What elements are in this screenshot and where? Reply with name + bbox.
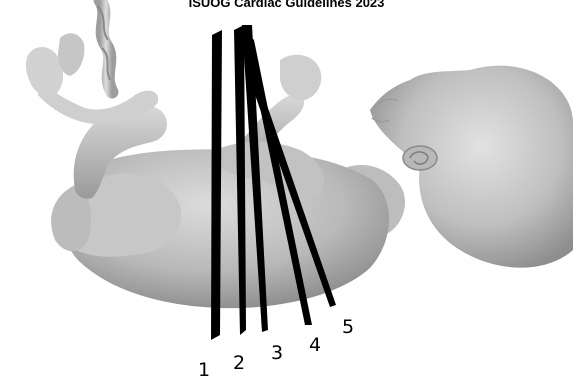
plane-label-1: 1 bbox=[198, 359, 210, 377]
fetal-head bbox=[370, 66, 573, 268]
plane-label-4: 4 bbox=[309, 334, 321, 356]
plane-label-5: 5 bbox=[342, 316, 354, 338]
umbilical-cord bbox=[98, 0, 112, 92]
plane-label-2: 2 bbox=[233, 352, 245, 374]
plane-label-3: 3 bbox=[271, 342, 283, 364]
ear bbox=[403, 146, 437, 170]
